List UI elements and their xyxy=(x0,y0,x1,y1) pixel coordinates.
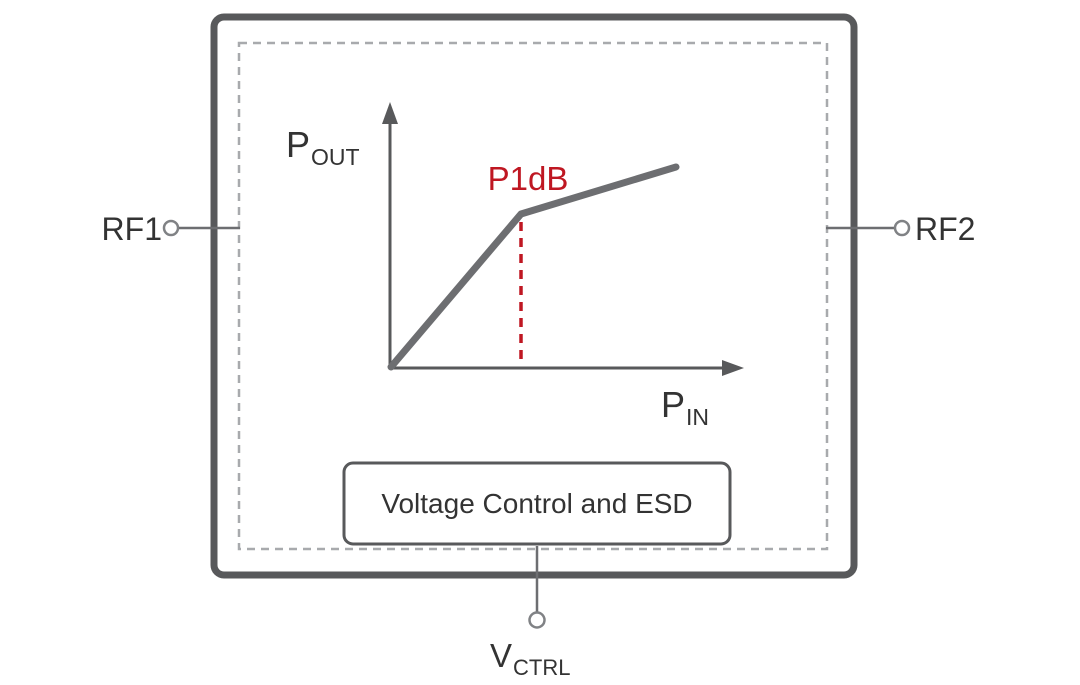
vctrl-label: V xyxy=(490,637,512,674)
compression-curve xyxy=(387,163,680,371)
vctrl-terminal xyxy=(528,611,546,629)
rf2-label: RF2 xyxy=(915,211,975,247)
p1db-label: P1dB xyxy=(488,160,569,197)
rf1-terminal xyxy=(162,219,180,237)
rf1-label: RF1 xyxy=(102,211,162,247)
pout-subscript: OUT xyxy=(311,144,360,170)
voltage-control-box xyxy=(342,461,732,546)
rf2-terminal xyxy=(893,219,911,237)
pin-label: P xyxy=(661,384,685,425)
voltage-control-label: Voltage Control and ESD xyxy=(381,488,692,519)
pout-label: P xyxy=(286,124,310,165)
vctrl-subscript: CTRL xyxy=(513,655,570,680)
pin-subscript: IN xyxy=(686,404,709,430)
x-axis-arrow-icon xyxy=(722,360,744,376)
chip-outline xyxy=(210,13,858,579)
dashed-boundary xyxy=(237,41,829,551)
y-axis-arrow-icon xyxy=(382,102,398,124)
